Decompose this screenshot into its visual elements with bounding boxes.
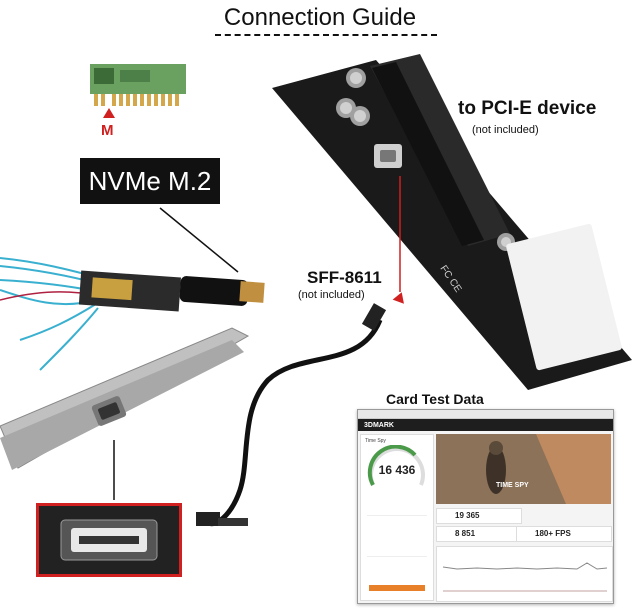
score-panel: Time Spy 16 436 [360, 434, 434, 601]
black-sff-cable [203, 319, 383, 527]
sff-not-included-note: (not included) [298, 289, 365, 301]
score-details [367, 515, 427, 557]
test-name: Time Spy [365, 438, 386, 444]
window-titlebar [358, 410, 613, 419]
pcie-device-label: to PCI-E device [458, 98, 597, 119]
overall-score: 16 436 [378, 463, 416, 477]
card-test-data-label: Card Test Data [386, 391, 484, 407]
m2-adapter-board [78, 270, 265, 312]
sff-arrow-icon [392, 292, 404, 304]
performance-graph [436, 546, 613, 602]
cpu-score: 8 851 [436, 526, 522, 542]
run-button[interactable] [369, 585, 425, 591]
nvme-leader-line [159, 207, 239, 273]
m-key-label: M [101, 122, 114, 139]
hero-image: TIME SPY [436, 434, 611, 504]
pcie-adapter-board: FC CE [272, 54, 632, 390]
title-underline [215, 34, 437, 36]
window-menubar: 3DMARK [358, 419, 613, 431]
pcie-not-included-note: (not included) [472, 124, 539, 136]
page-title: Connection Guide [223, 4, 417, 31]
score-gauge-icon [367, 445, 425, 486]
graphics-score: 19 365 [436, 508, 522, 524]
app-logo: 3DMARK [364, 421, 394, 429]
hero-title: TIME SPY [496, 482, 529, 489]
sff-plug-top [361, 303, 387, 331]
m-key-arrow-icon [103, 108, 115, 118]
benchmark-window: 3DMARK Time Spy 16 436 TIME SPY 19 365 8… [357, 409, 614, 604]
sff-8611-label: SFF-8611 [307, 268, 382, 287]
sff-plug-bottom-tail [218, 518, 248, 526]
fps-estimate: 180+ FPS [516, 526, 612, 542]
port-closeup-image [36, 503, 182, 577]
pci-bracket [0, 327, 250, 470]
m2-connector-image [90, 64, 186, 106]
nvme-m2-label: NVMe M.2 [80, 158, 220, 204]
sff-plug-bottom [196, 512, 220, 526]
